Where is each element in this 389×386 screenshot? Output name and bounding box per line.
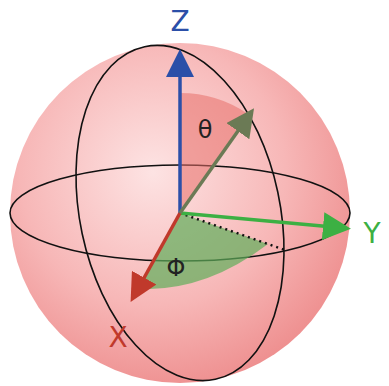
- sphere: [10, 43, 350, 383]
- axis-label: Y: [363, 220, 380, 248]
- y-axis: [180, 213, 344, 228]
- meridian: [47, 26, 313, 386]
- angle-label: Φ: [167, 256, 186, 280]
- angle-label: θ: [198, 118, 213, 142]
- axis-label: Z: [170, 8, 189, 36]
- axis-label: X: [108, 324, 127, 352]
- x-axis: [134, 213, 180, 296]
- theta-wedge: [180, 93, 248, 213]
- state-vector: [180, 114, 250, 213]
- z-axis: [178, 56, 182, 213]
